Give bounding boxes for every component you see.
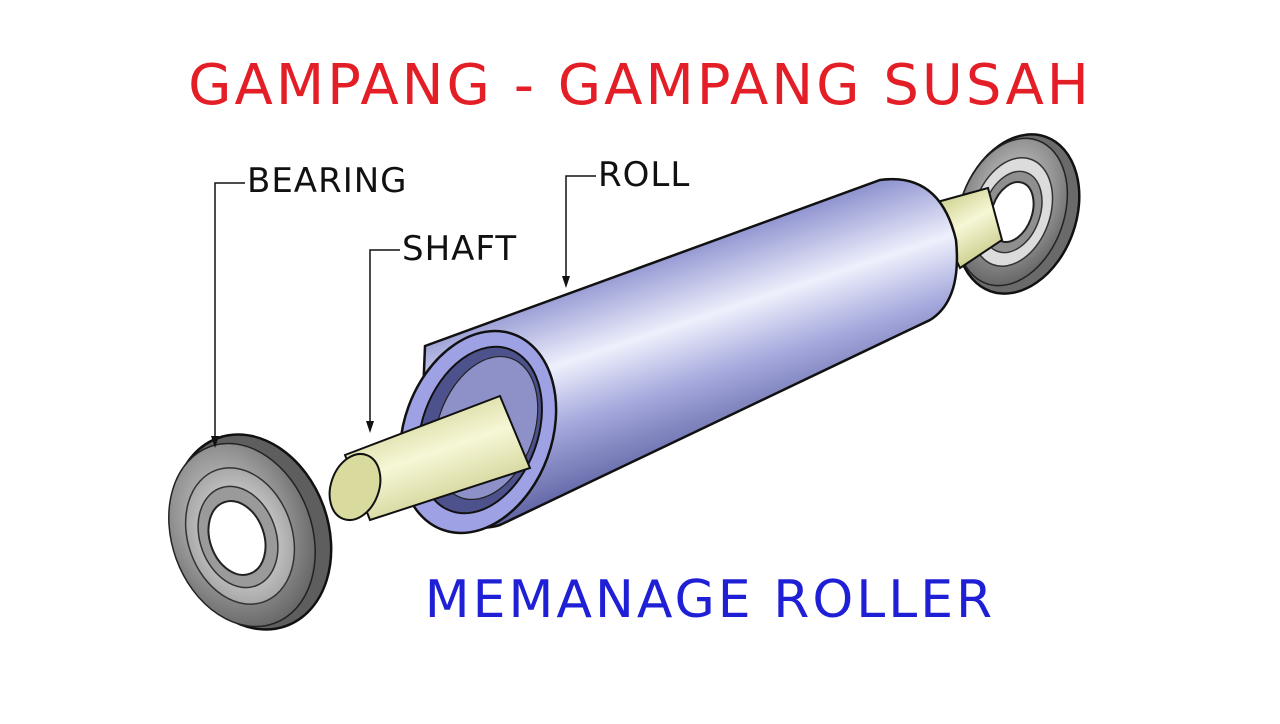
- shaft-label: SHAFT: [402, 229, 518, 269]
- roll-label: ROLL: [598, 155, 691, 195]
- shaft-front: [328, 394, 532, 522]
- left-bearing: [168, 433, 333, 631]
- leader-lines: [211, 175, 596, 448]
- page-title: GAMPANG - GAMPANG SUSAH: [188, 53, 1092, 118]
- bearing-leader: [214, 182, 245, 440]
- bearing-label: BEARING: [247, 161, 408, 201]
- page-subtitle: MEMANAGE ROLLER: [424, 570, 996, 630]
- shaft-leader: [369, 249, 400, 425]
- roll-leader: [565, 175, 596, 280]
- roll-tube: [398, 177, 959, 535]
